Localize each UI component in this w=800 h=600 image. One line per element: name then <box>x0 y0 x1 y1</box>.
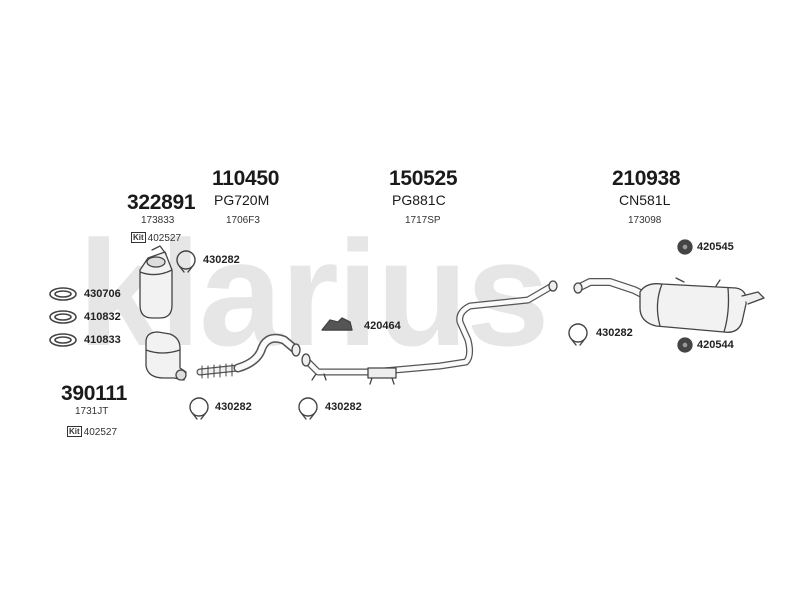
catalytic-converter-upper <box>139 245 173 319</box>
sub-1717SP: 1717SP <box>405 215 441 226</box>
code-322891: 322891 <box>127 191 196 214</box>
clamp-430282-br <box>298 397 318 420</box>
rear-silencer-210938 <box>573 277 765 333</box>
mount-420464 <box>321 317 353 331</box>
name-PG881C: PG881C <box>392 192 446 208</box>
rubber-420545 <box>677 239 693 255</box>
part-mount-mid: 420464 <box>364 320 401 332</box>
part-gasket-1: 430706 <box>84 288 121 300</box>
part-clamp-c: 430282 <box>215 401 252 413</box>
part-gasket-3: 410833 <box>84 334 121 346</box>
sub-173833: 173833 <box>141 215 175 226</box>
front-pipe-110450 <box>196 333 301 379</box>
clamp-430282-top <box>176 250 196 273</box>
name-CN581L: CN581L <box>619 192 671 208</box>
part-clamp-a: 430282 <box>203 254 240 266</box>
part-rubber-bottom: 420544 <box>697 339 734 351</box>
part-clamp-d: 430282 <box>325 401 362 413</box>
part-gasket-2: 410832 <box>84 311 121 323</box>
gasket-430706 <box>49 287 77 301</box>
code-210938: 210938 <box>612 167 681 190</box>
part-clamp-b: 430282 <box>596 327 633 339</box>
clamp-430282-mid <box>568 323 588 346</box>
gasket-410833 <box>49 333 77 347</box>
catalytic-converter-lower <box>145 331 187 381</box>
sub-1731JT: 1731JT <box>75 406 109 417</box>
code-150525: 150525 <box>389 167 458 190</box>
sub-1706F3: 1706F3 <box>226 215 260 226</box>
code-110450: 110450 <box>212 167 280 190</box>
part-rubber-top: 420545 <box>697 241 734 253</box>
middle-pipe-150525 <box>301 280 558 385</box>
gasket-410832 <box>49 310 77 324</box>
rubber-420544 <box>677 337 693 353</box>
clamp-430282-bl <box>189 397 209 420</box>
code-390111: 390111 <box>61 382 127 405</box>
sub-173098: 173098 <box>628 215 662 226</box>
name-PG720M: PG720M <box>214 192 270 208</box>
